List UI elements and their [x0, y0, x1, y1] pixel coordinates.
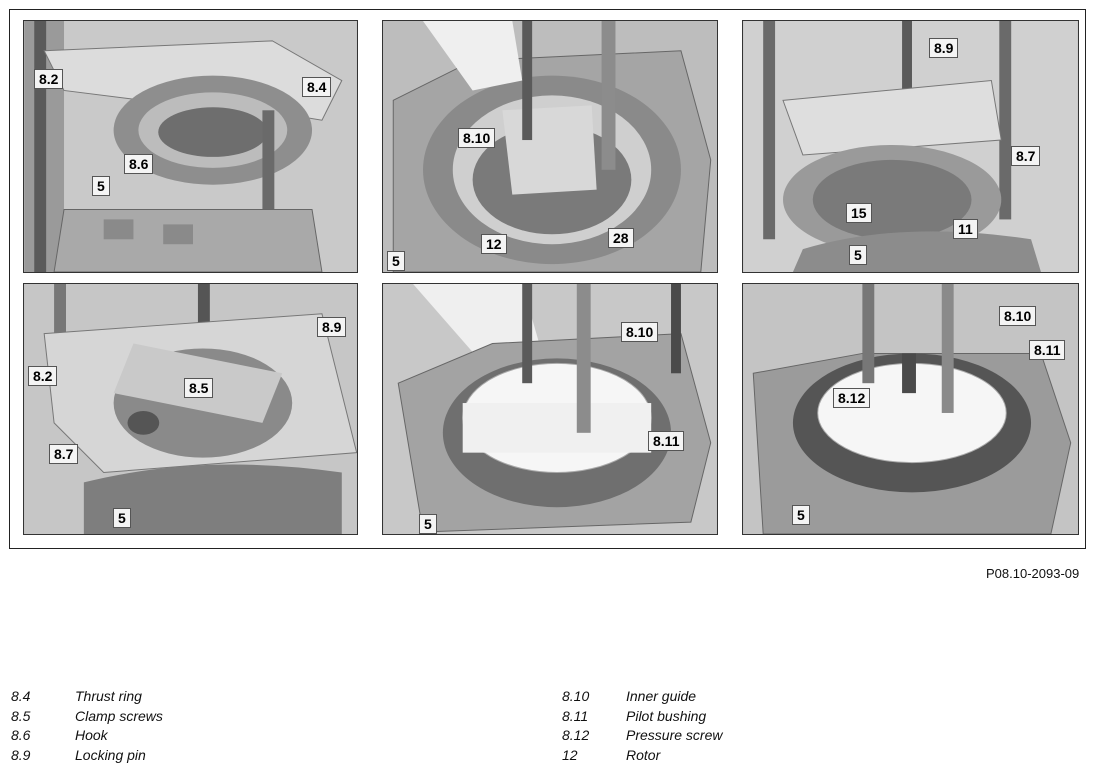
callout-label: 8.9: [929, 38, 959, 58]
legend-description: Thrust ring: [75, 688, 142, 704]
legend-item: 8.5 Clamp screws: [11, 708, 311, 728]
photo-panel-5: 8.10 8.11 5: [382, 283, 718, 535]
callout-label: 8.2: [34, 69, 64, 89]
callout-label: 8.12: [833, 388, 871, 408]
panel-6-illustration: [743, 284, 1078, 534]
callout-label: 8.11: [1029, 340, 1066, 360]
panel-1-illustration: [24, 21, 357, 272]
legend-item: 8.12 Pressure screw: [562, 727, 862, 747]
legend-item: 12 Rotor: [562, 747, 862, 767]
panel-2-illustration: [383, 21, 717, 272]
callout-label: 28: [608, 228, 634, 248]
callout-label: 5: [113, 508, 131, 528]
callout-label: 8.7: [1011, 146, 1041, 166]
callout-label: 12: [481, 234, 507, 254]
legend-number: 8.11: [562, 707, 589, 724]
legend-description: Rotor: [626, 746, 661, 763]
callout-label: 5: [849, 245, 867, 265]
legend-description: Inner guide: [626, 688, 697, 704]
callout-label: 8.4: [302, 77, 332, 97]
legend-number: 8.12: [562, 727, 590, 743]
callout-label: 8.10: [621, 322, 659, 342]
photo-panel-2: 8.10 12 28 5: [382, 20, 718, 273]
figure-code: P08.10-2093-09: [986, 566, 1080, 581]
legend-number: 8.6: [11, 727, 31, 743]
callout-label: 8.11: [648, 431, 685, 451]
callout-label: 5: [792, 505, 810, 525]
callout-label: 8.5: [184, 378, 214, 398]
callout-label: 8.9: [317, 317, 347, 337]
legend-description: Hook: [75, 727, 108, 743]
callout-label: 15: [846, 203, 872, 223]
legend-number: 12: [562, 746, 578, 763]
legend-number: 8.5: [11, 707, 31, 724]
legend-item: 8.6 Hook: [11, 727, 311, 747]
legend-number: 8.4: [11, 688, 31, 704]
callout-label: 8.10: [999, 306, 1037, 326]
callout-label: 11: [953, 219, 978, 239]
callout-label: 8.2: [28, 366, 58, 386]
callout-label: 5: [387, 251, 405, 271]
callout-label: 8.10: [458, 128, 496, 148]
legend-number: 8.9: [11, 746, 31, 763]
callout-label: 5: [92, 176, 110, 196]
callout-label: 5: [419, 514, 437, 534]
legend-description: Clamp screws: [75, 707, 163, 724]
legend-item: 8.10 Inner guide: [562, 688, 862, 708]
legend-right: 8.10 Inner guide 8.11 Pilot bushing 8.12 Pr…: [562, 688, 862, 766]
photo-panel-1: 8.2 8.4 8.6 5: [23, 20, 358, 273]
photo-panel-4: 8.9 8.2 8.5 8.7 5: [23, 283, 358, 535]
legend-item: 8.11 Pilot bushing: [562, 708, 862, 728]
panel-4-illustration: [24, 284, 357, 534]
photo-panel-3: 8.9 8.7 15 11 5: [742, 20, 1079, 273]
callout-label: 8.7: [49, 444, 79, 464]
photo-panel-6: 8.10 8.11 8.12 5: [742, 283, 1079, 535]
legend-item: 8.4 Thrust ring: [11, 688, 311, 708]
panel-5-illustration: [383, 284, 717, 534]
legend-description: Locking pin: [75, 746, 146, 763]
legend-description: Pilot bushing: [626, 707, 707, 724]
legend-left: 8.4 Thrust ring 8.5 Clamp screws 8.6 Hook 8…: [11, 688, 311, 766]
legend-number: 8.10: [562, 688, 590, 704]
callout-label: 8.6: [124, 154, 154, 174]
legend-description: Pressure screw: [626, 727, 723, 743]
legend-item: 8.9 Locking pin: [11, 747, 311, 767]
